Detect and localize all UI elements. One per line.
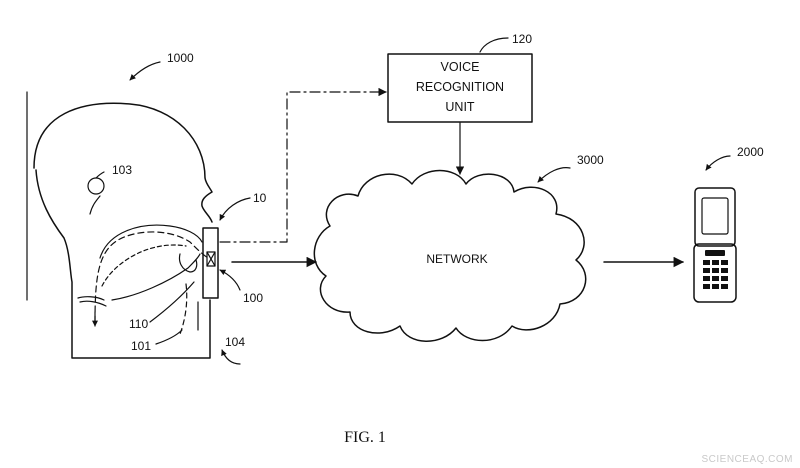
label-103: 103 <box>112 163 132 177</box>
voice-recognition-unit: VOICE RECOGNITION UNIT <box>387 53 533 123</box>
flip-phone-icon <box>693 187 737 303</box>
leader-arrows <box>95 37 731 365</box>
figure-caption: FIG. 1 <box>344 429 386 446</box>
label-10: 10 <box>253 191 267 205</box>
speech-device <box>202 227 219 299</box>
label-2000: 2000 <box>737 145 764 159</box>
label-100: 100 <box>243 291 263 305</box>
label-1000: 1000 <box>167 51 194 65</box>
connections <box>219 87 685 268</box>
label-104: 104 <box>225 335 245 349</box>
watermark: SCIENCEAQ.COM <box>701 454 793 465</box>
voice-unit-line2: RECOGNITION <box>416 80 504 94</box>
label-101: 101 <box>131 339 151 353</box>
label-120: 120 <box>512 32 532 46</box>
label-3000: 3000 <box>577 153 604 167</box>
network-cloud: NETWORK <box>313 169 587 342</box>
network-label: NETWORK <box>426 252 487 266</box>
head-profile <box>26 91 213 359</box>
voice-unit-line3: UNIT <box>445 100 475 114</box>
label-110: 110 <box>129 317 148 331</box>
voice-unit-line1: VOICE <box>441 60 480 74</box>
point-103-marker <box>87 177 105 195</box>
